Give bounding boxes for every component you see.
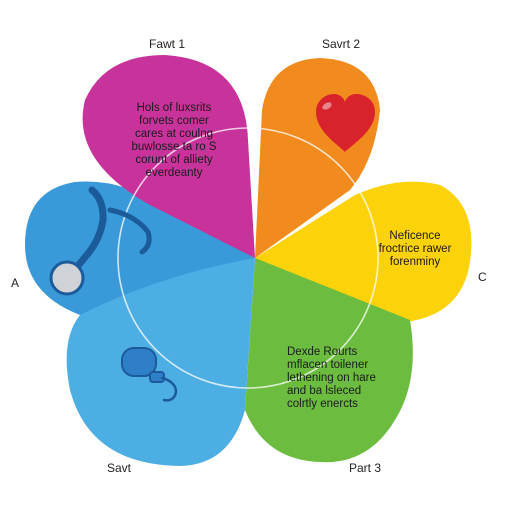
yellow-text-line: Neficence (389, 230, 441, 242)
green-text-line: mflacen toilener (287, 359, 369, 371)
green-text-line: Dexde Rourts (287, 346, 358, 358)
hand-tool-icon (121, 347, 178, 402)
label-bottom-left: Savt (107, 461, 132, 475)
green-text-line: and ba lsleced (287, 385, 362, 397)
label-top-left: Fawt 1 (149, 37, 186, 51)
stethoscope-icon (49, 186, 152, 296)
magenta-text-line: cares at coulng (135, 128, 213, 140)
yellow-petal-text: Neficence froctrice rawer forenminy (365, 230, 465, 269)
yellow-text-line: froctrice rawer (378, 243, 452, 255)
label-right: C (478, 270, 487, 284)
green-petal-text: Dexde Rourts mflacen toilener lethening … (287, 346, 397, 411)
label-top-right: Savrt 2 (322, 37, 361, 51)
label-bottom-right: Part 3 (349, 461, 382, 475)
magenta-text-line: corunt of alliety (135, 154, 213, 166)
label-left: A (11, 276, 20, 290)
magenta-text-line: forvets comer (139, 115, 209, 127)
yellow-text-line: forenminy (389, 256, 441, 268)
magenta-text-line: buwlosse ta ro S (131, 141, 217, 153)
petal-light-blue (66, 258, 256, 466)
overlay-circle (117, 127, 379, 389)
green-text-line: lethening on hare (287, 372, 376, 384)
petal-magenta (82, 55, 255, 258)
heart-icon (316, 94, 375, 152)
magenta-petal-text: Hols of luxsrits forvets comer cares at … (128, 102, 220, 180)
magenta-text-line: Hols of luxsrits (136, 102, 212, 114)
magenta-text-line: everdeanty (145, 167, 203, 179)
green-text-line: colrtly enercts (287, 398, 358, 410)
